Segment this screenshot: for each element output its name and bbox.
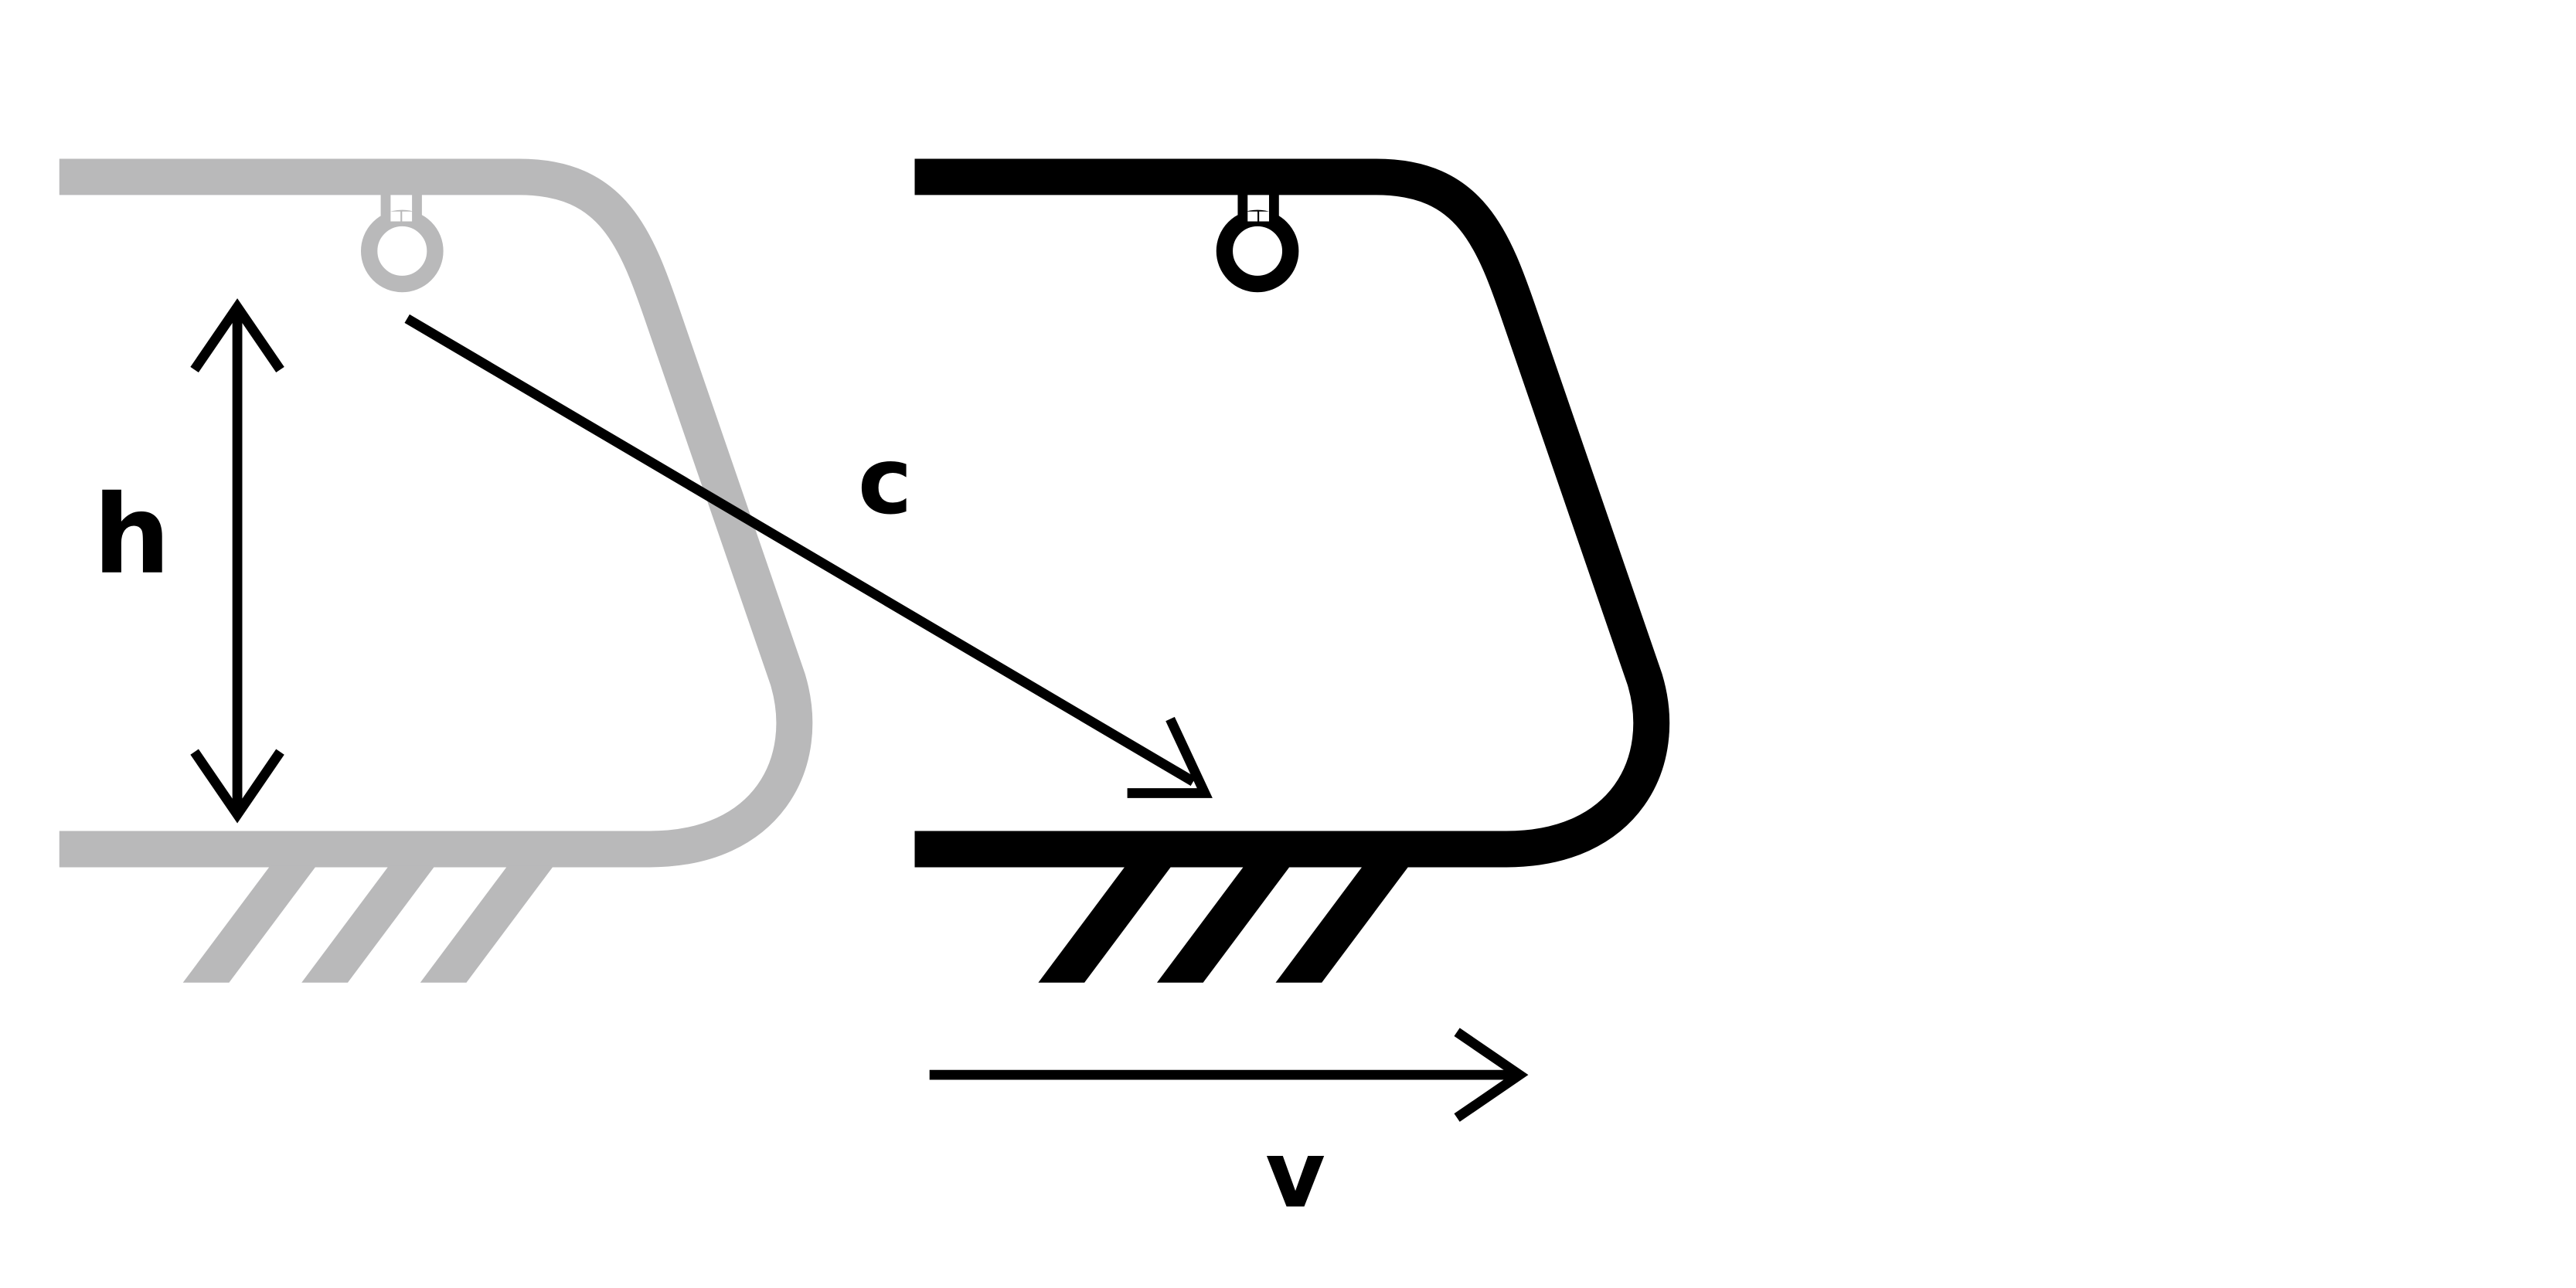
ghost-ground-hatch xyxy=(182,865,554,983)
height-label: h xyxy=(93,472,170,599)
velocity-label: v xyxy=(1265,1122,1325,1229)
velocity-arrow xyxy=(929,1028,1529,1122)
light-bulb-icon xyxy=(361,209,444,293)
moving-car-frame xyxy=(914,158,1670,868)
height-arrow xyxy=(190,298,284,824)
ghost-light-source xyxy=(361,193,444,293)
moving-car-outline xyxy=(914,158,1670,868)
moving-light-source xyxy=(1216,193,1299,293)
light-speed-label: c xyxy=(858,428,913,535)
light-bulb-icon xyxy=(1216,209,1299,293)
light-path-arrow xyxy=(404,314,1213,798)
ghost-car-outline xyxy=(59,158,813,868)
moving-ground-hatch xyxy=(1038,865,1410,983)
ghost-car-frame xyxy=(59,158,813,868)
